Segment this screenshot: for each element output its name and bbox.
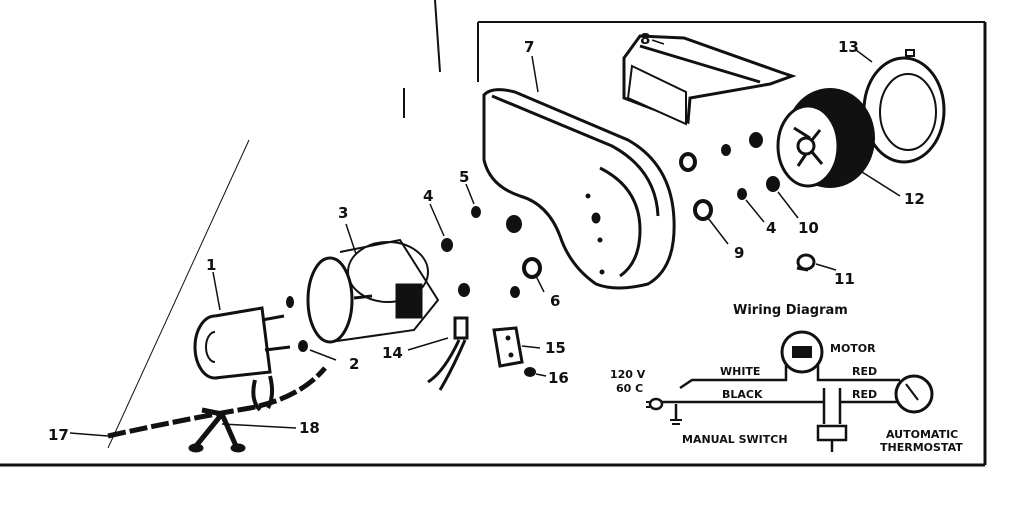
part-number-1: 1 (206, 256, 216, 274)
small-motor-part-1 (193, 306, 291, 412)
frame (0, 0, 987, 467)
ring-part-13 (862, 49, 946, 164)
part-number-7: 7 (524, 38, 534, 56)
part-number-9: 9 (734, 244, 744, 262)
wiring-diagram: Wiring Diagram MOTOR (610, 303, 963, 454)
blower-wheel-part-12 (776, 88, 875, 188)
manual-switch-symbol (816, 424, 848, 452)
clip-part-14 (427, 316, 469, 391)
thermostat-symbol (894, 374, 934, 414)
plug-symbol (646, 397, 682, 425)
part-number-2: 2 (349, 355, 359, 373)
red-wire-label-top: RED (852, 365, 877, 378)
nuts-washers-right (679, 132, 780, 221)
leader-lines (69, 39, 901, 437)
outlet-duct-part-8 (622, 34, 797, 126)
voltage-label: 120 V (610, 368, 646, 381)
part-number-10: 10 (798, 219, 819, 237)
part-number-12: 12 (904, 190, 925, 208)
bracket-part-15 (492, 326, 524, 368)
main-motor-part-3 (306, 238, 440, 344)
screw-part-16 (524, 367, 536, 377)
washer-part-2 (286, 296, 308, 352)
part-number-15: 15 (545, 339, 566, 357)
part-number-11: 11 (834, 270, 855, 288)
wiring-diagram-title: Wiring Diagram (733, 303, 848, 318)
wire-connector-part-18 (188, 407, 246, 453)
white-wire-label: WHITE (720, 365, 760, 378)
red-wire-label-bottom: RED (852, 388, 877, 401)
screw-part-5 (471, 206, 520, 298)
wiring-lines (662, 364, 900, 424)
blower-housing-part-7 (482, 88, 676, 290)
thermostat-label-line2: THERMOSTAT (880, 441, 963, 454)
part-number-4: 4 (423, 187, 433, 205)
part-number-4-right: 4 (766, 219, 776, 237)
part-number-5: 5 (459, 168, 469, 186)
part-number-17: 17 (48, 426, 69, 444)
part-number-8: 8 (640, 30, 650, 48)
part-number-3: 3 (338, 204, 348, 222)
part-number-14: 14 (382, 344, 403, 362)
part-number-13: 13 (838, 38, 859, 56)
part-numbers: 1 2 3 4 5 6 7 8 9 4 10 11 12 13 14 15 16… (48, 30, 925, 444)
power-cord-part-17 (107, 366, 327, 439)
black-wire-label: BLACK (722, 388, 763, 401)
motor-symbol (780, 330, 824, 374)
motor-label: MOTOR (830, 342, 876, 355)
part-number-18: 18 (299, 419, 320, 437)
part-number-16: 16 (548, 369, 569, 387)
thermostat-label-line1: AUTOMATIC (886, 428, 958, 441)
connector-part-11 (796, 253, 816, 272)
part-number-6: 6 (550, 292, 560, 310)
grommet-part-6 (506, 215, 542, 279)
nut-part-4-left (441, 238, 470, 297)
manual-switch-label: MANUAL SWITCH (682, 433, 788, 446)
frequency-label: 60 C (616, 382, 643, 395)
